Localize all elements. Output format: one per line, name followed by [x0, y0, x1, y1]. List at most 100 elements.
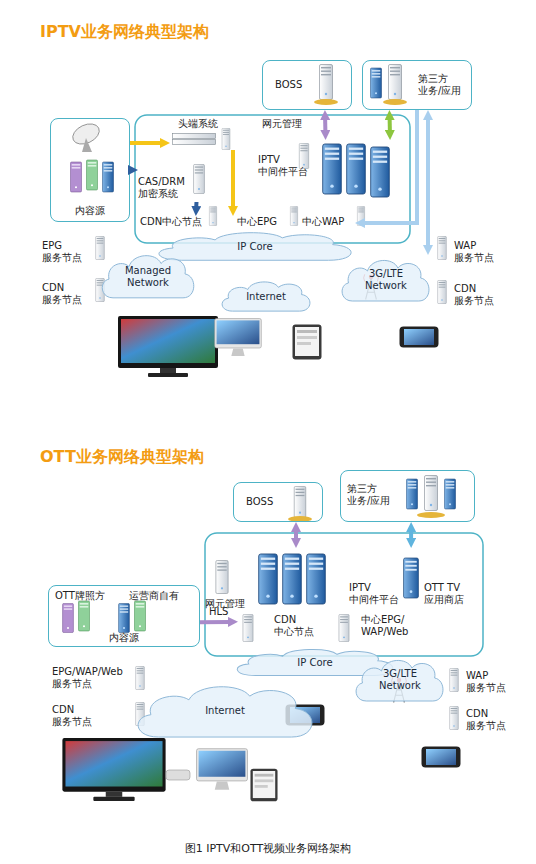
node-label: 内容源	[51, 205, 129, 217]
use-shape	[102, 162, 113, 192]
use-shape	[194, 164, 205, 193]
use-shape	[400, 327, 439, 348]
use-shape	[339, 614, 349, 641]
use-shape	[209, 206, 216, 225]
system-box: BOSS	[233, 482, 323, 522]
use-shape	[450, 668, 459, 691]
system-box: 第三方 业务/应用	[340, 470, 475, 522]
use-shape	[293, 325, 322, 360]
use-shape	[136, 666, 145, 689]
server-group: 头端系统	[170, 118, 240, 150]
use-shape	[438, 236, 447, 259]
node-label: 第三方 业务/应用	[347, 483, 403, 507]
use-shape	[173, 134, 216, 145]
ellipse-shape	[383, 99, 407, 105]
server-group: IPTV 中间件平台	[253, 548, 398, 610]
use-shape	[406, 479, 417, 509]
use-shape	[438, 280, 447, 303]
service-node-label: CDN 服务节点	[52, 704, 100, 728]
use-shape	[299, 143, 308, 168]
flow-arrow	[194, 202, 198, 208]
flow-arrow	[363, 110, 417, 223]
node-label: OTT牌照方	[55, 590, 121, 602]
figure-caption: 图1 IPTV和OTT视频业务网络架构	[0, 842, 536, 855]
use-shape	[70, 162, 81, 192]
network-cloud: 3G/LTE Network	[338, 255, 433, 305]
use-shape	[370, 68, 381, 98]
server-group: 中心EPG	[233, 216, 288, 230]
node-label: IPTV 中间件平台	[349, 582, 399, 606]
use-shape	[450, 706, 459, 729]
use-shape	[216, 560, 228, 593]
node-label: BOSS	[275, 79, 315, 91]
use-shape	[290, 206, 297, 225]
use-shape	[86, 160, 97, 190]
service-node-label: CDN 服务节点	[466, 708, 514, 732]
node-label: Managed Network	[118, 265, 178, 289]
node-label: 第三方 业务/应用	[418, 73, 472, 97]
node-label: 网元管理	[262, 118, 318, 130]
node-label: CDN 中心节点	[274, 614, 322, 638]
flow-arrow	[200, 620, 230, 624]
network-cloud: 3G/LTE Network	[352, 655, 447, 705]
use-shape	[294, 486, 306, 517]
use-shape	[119, 603, 130, 632]
flow-arrow	[231, 150, 235, 208]
flow-arrow	[409, 530, 413, 540]
use-shape	[197, 749, 248, 790]
network-cloud: Managed Network	[98, 250, 198, 302]
platform-frame	[205, 533, 483, 656]
flow-arrow	[294, 530, 298, 540]
use-shape	[259, 554, 278, 604]
use-shape	[425, 476, 438, 511]
node-label: 3G/LTE Network	[356, 268, 416, 292]
service-node-label: WAP 服务节点	[466, 670, 514, 694]
service-node-label: EPG/WAP/Web 服务节点	[52, 666, 132, 690]
node-label: IPTV 中间件平台	[258, 154, 313, 178]
service-node-label: CDN 服务节点	[454, 283, 502, 307]
node-label: 中心EPG	[237, 216, 287, 228]
use-shape	[96, 236, 105, 259]
use-shape	[347, 144, 366, 194]
network-cloud: Internet	[130, 680, 320, 742]
node-label: BOSS	[246, 496, 286, 508]
cloud-path	[102, 256, 193, 298]
node-label: Internet	[130, 705, 320, 717]
server-group: 网元管理	[258, 118, 318, 132]
use-shape	[371, 147, 390, 197]
cloud-path	[342, 260, 429, 301]
service-node-label: WAP 服务节点	[454, 240, 502, 264]
node-label: 中心EPG/ WAP/Web	[361, 614, 423, 638]
use-shape	[62, 738, 165, 801]
use-shape	[320, 65, 333, 100]
use-shape	[444, 479, 455, 509]
use-shape	[63, 603, 74, 632]
server-group: CDN 中心节点	[238, 612, 323, 646]
network-cloud: IP Core	[150, 229, 360, 263]
system-box: 内容源	[50, 118, 130, 222]
node-label: Internet	[218, 291, 314, 303]
node-label: IP Core	[150, 241, 360, 253]
flow-arrow	[426, 118, 430, 247]
server-group: CAS/DRM 加密系统	[138, 162, 216, 202]
system-box: 第三方 业务/应用	[362, 60, 472, 110]
path-shape	[82, 138, 92, 152]
ellipse-shape	[314, 99, 338, 105]
node-label: CAS/DRM 加密系统	[138, 176, 190, 200]
server-group: 中心EPG/ WAP/Web	[335, 612, 430, 646]
node-label: 中心WAP	[302, 216, 354, 228]
use-shape	[222, 128, 230, 149]
use-shape	[357, 206, 364, 225]
edge-label: HLS	[209, 606, 228, 618]
server-group: IPTV 中间件平台	[255, 140, 405, 206]
node-label: 头端系统	[178, 118, 238, 130]
node-label: OTT TV 应用商店	[424, 582, 479, 606]
use-shape	[389, 65, 402, 100]
server-group: 中心WAP	[300, 216, 355, 230]
cloud-path	[356, 660, 443, 701]
use-shape	[323, 144, 342, 194]
system-box: OTT牌照方运营商自有内容源	[48, 585, 200, 647]
node-label: CDN中心节点	[140, 216, 210, 228]
flow-arrow	[388, 118, 392, 132]
